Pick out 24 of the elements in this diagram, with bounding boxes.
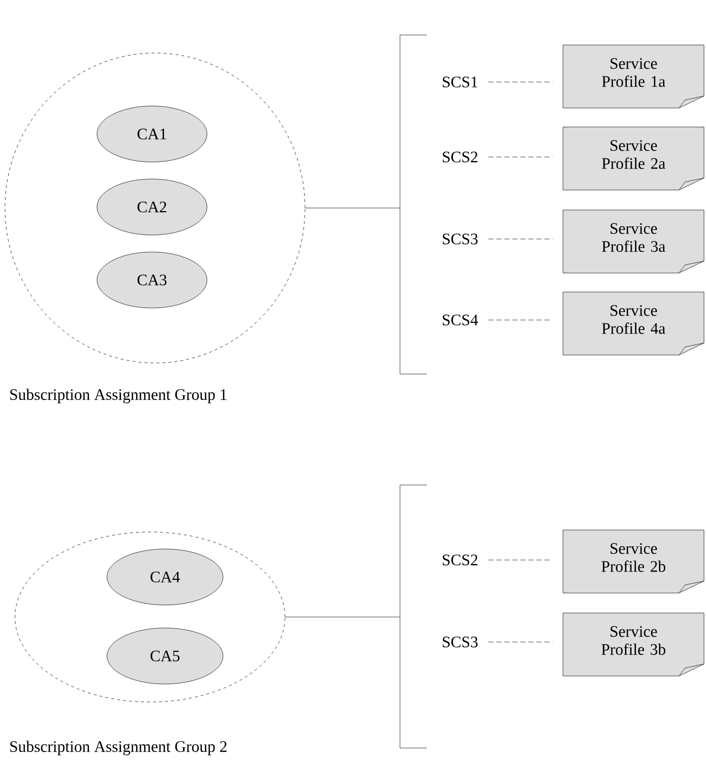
ellipse-node: CA1 xyxy=(96,106,208,162)
ellipse-node: CA4 xyxy=(106,548,224,606)
label-text: SCS1 xyxy=(442,76,478,88)
document-box: Service Profile 1a xyxy=(562,44,704,108)
connector-line xyxy=(285,616,400,618)
document-box: Service Profile 3b xyxy=(562,612,704,676)
document-box: Service Profile 4a xyxy=(562,292,704,356)
ellipse-node: CA2 xyxy=(96,178,208,236)
document-box: Service Profile 2a xyxy=(562,126,704,190)
document-box: Service Profile 2b xyxy=(562,530,704,594)
label-text: SCS3 xyxy=(442,234,478,244)
label-text: SCS4 xyxy=(442,314,478,326)
bracket xyxy=(400,34,428,374)
label-text: SCS2 xyxy=(442,554,478,566)
connector-line xyxy=(488,238,553,240)
connector-line xyxy=(488,156,553,158)
bracket xyxy=(400,484,428,748)
ellipse-node: CA3 xyxy=(96,252,208,308)
node-label: Subscription Assignment Group 2 xyxy=(10,740,227,756)
document-box: Service Profile 3a xyxy=(562,210,704,274)
label-text: SCS3 xyxy=(442,636,478,648)
ellipse-node: CA5 xyxy=(106,628,224,684)
label-text: SCS2 xyxy=(442,152,478,162)
node-label: Subscription Assignment Group 1 xyxy=(10,388,226,404)
